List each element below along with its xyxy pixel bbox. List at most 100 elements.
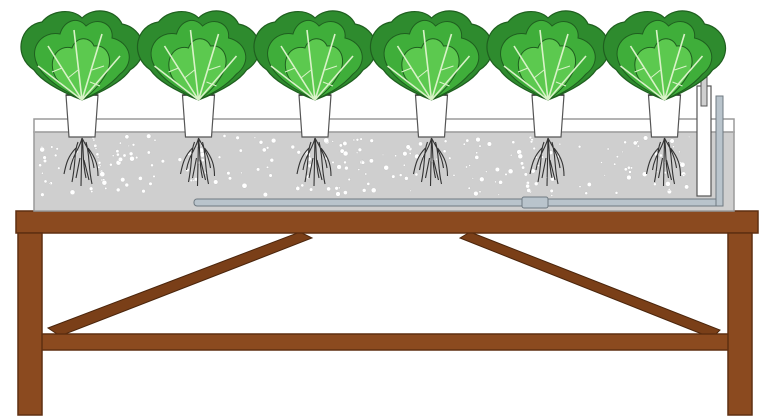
air-bubble-icon	[124, 134, 130, 140]
air-bubble-icon	[309, 187, 314, 192]
tank-water	[33, 131, 735, 212]
air-bubble-icon	[405, 144, 411, 150]
air-bubble-icon	[616, 155, 619, 159]
air-bubble-icon	[448, 156, 452, 160]
air-bubble-icon	[497, 193, 500, 196]
air-bubble-icon	[253, 136, 256, 139]
air-bubble-icon	[138, 176, 143, 181]
air-bubble-icon	[290, 144, 295, 150]
air-bubble-icon	[43, 158, 48, 163]
table-brace-right	[458, 231, 721, 339]
air-bubble-icon	[50, 145, 54, 149]
air-bubble-icon	[371, 187, 377, 194]
air-bubble-icon	[366, 182, 371, 186]
air-bubble-icon	[342, 150, 349, 157]
air-bubble-icon	[99, 164, 102, 167]
air-bubble-icon	[659, 153, 663, 158]
air-bubble-icon	[104, 186, 108, 190]
air-bubble-icon	[498, 179, 503, 185]
lettuce-icon	[20, 10, 144, 101]
air-bubble-icon	[357, 168, 360, 171]
air-bubble-icon	[266, 146, 270, 150]
air-bubble-icon	[684, 184, 689, 190]
air-bubble-icon	[613, 162, 617, 166]
air-bubble-icon	[479, 176, 485, 182]
air-bubble-icon	[467, 186, 471, 190]
air-bubble-icon	[679, 161, 686, 168]
air-bubble-icon	[577, 145, 582, 149]
air-bubble-icon	[517, 153, 523, 160]
air-bubble-icon	[43, 179, 48, 184]
air-bubble-icon	[418, 141, 423, 147]
net-cup-icon	[414, 94, 449, 138]
air-bubble-icon	[235, 135, 240, 140]
air-bubble-icon	[523, 172, 528, 177]
air-bubble-icon	[200, 158, 205, 163]
air-bubble-icon	[326, 186, 331, 192]
air-bubble-icon	[334, 186, 339, 191]
air-bubble-icon	[504, 172, 508, 176]
air-bubble-icon	[465, 165, 468, 169]
air-bubble-icon	[520, 161, 525, 166]
air-bubble-icon	[347, 177, 351, 181]
air-bubble-icon	[511, 140, 516, 144]
air-bubble-icon	[471, 177, 474, 180]
air-bubble-icon	[478, 190, 482, 194]
air-bubble-icon	[529, 140, 534, 144]
air-bubble-icon	[39, 146, 45, 153]
air-bubble-icon	[95, 152, 100, 157]
air-bubble-icon	[414, 172, 419, 177]
air-bubble-icon	[115, 187, 121, 193]
air-bubble-icon	[462, 142, 466, 146]
air-bubble-icon	[550, 194, 553, 197]
air-bubble-icon	[643, 135, 649, 141]
air-bubble-icon	[688, 135, 691, 138]
air-bubble-icon	[558, 142, 562, 146]
air-bubble-icon	[256, 167, 261, 172]
air-bubble-icon	[262, 192, 268, 198]
air-bubble-icon	[682, 174, 686, 177]
air-bubble-icon	[41, 171, 44, 175]
air-bubble-icon	[355, 138, 359, 142]
air-bubble-icon	[359, 137, 363, 141]
air-bubble-icon	[238, 148, 243, 153]
air-bubble-icon	[177, 157, 183, 162]
air-bubble-icon	[521, 165, 525, 170]
air-bubble-icon	[342, 141, 348, 146]
air-bubble-icon	[226, 171, 231, 176]
air-bubble-icon	[510, 154, 513, 157]
air-bubble-icon	[48, 182, 51, 185]
air-bubble-icon	[335, 191, 341, 197]
net-cup-icon	[65, 94, 99, 138]
air-pipe-vertical	[715, 95, 724, 207]
air-bubble-icon	[399, 173, 403, 177]
lettuce-icon	[369, 10, 494, 101]
air-bubble-icon	[507, 168, 514, 175]
air-bubble-icon	[268, 173, 273, 178]
air-bubble-icon	[42, 155, 47, 160]
air-bubble-icon	[131, 143, 136, 147]
air-bubble-icon	[578, 185, 582, 188]
net-cup-icon	[298, 94, 332, 138]
air-bubble-icon	[227, 176, 232, 181]
air-bubble-icon	[672, 145, 675, 148]
air-bubble-icon	[623, 140, 627, 145]
air-bubble-icon	[475, 151, 479, 155]
air-bubble-icon	[148, 181, 153, 186]
air-bubble-icon	[526, 188, 532, 193]
air-bubble-icon	[128, 151, 134, 157]
air-bubble-icon	[150, 163, 154, 168]
air-bubble-icon	[391, 174, 396, 179]
air-bubble-icon	[115, 149, 120, 154]
air-bubble-icon	[57, 166, 61, 170]
air-bubble-icon	[152, 174, 156, 178]
air-bubble-icon	[627, 165, 631, 170]
air-bubble-icon	[632, 140, 638, 146]
air-pipe	[193, 65, 724, 209]
air-bubble-icon	[261, 147, 267, 153]
table-leg-left	[17, 232, 43, 416]
air-bubble-icon	[468, 164, 471, 167]
air-pipe-horizontal	[193, 198, 723, 207]
net-cup-icon	[647, 94, 682, 138]
